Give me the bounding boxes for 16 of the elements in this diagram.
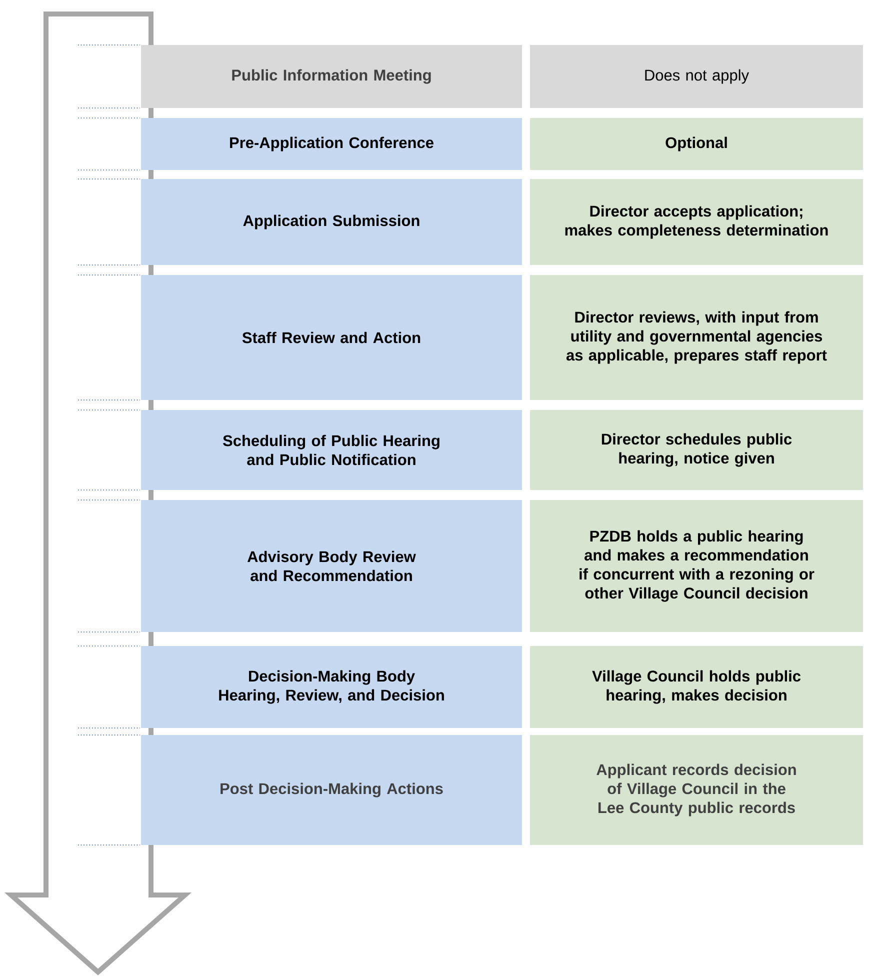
description-box: PZDB holds a public hearing and makes a recommendation if concurrent with a rezoning or other Village Council decision [530,500,863,632]
step-box: Decision-Making Body Hearing, Review, and Decision [141,646,522,728]
description-box: Applicant records decision of Village Council in the Lee County public records [530,735,863,845]
description-box: Director accepts application; makes completeness determination [530,179,863,265]
step-box: Staff Review and Action [141,275,522,400]
description-box: Optional [530,118,863,170]
step-box: Post Decision-Making Actions [141,735,522,845]
description-box: Village Council holds public hearing, makes decision [530,646,863,728]
description-box: Does not apply [530,45,863,108]
step-box: Public Information Meeting [141,45,522,108]
step-box: Advisory Body Review and Recommendation [141,500,522,632]
step-box: Scheduling of Public Hearing and Public Notification [141,410,522,490]
step-box: Application Submission [141,179,522,265]
step-box: Pre-Application Conference [141,118,522,170]
description-box: Director schedules public hearing, notice given [530,410,863,490]
description-box: Director reviews, with input from utility and governmental agencies as applicable, prepares staff report [530,275,863,400]
